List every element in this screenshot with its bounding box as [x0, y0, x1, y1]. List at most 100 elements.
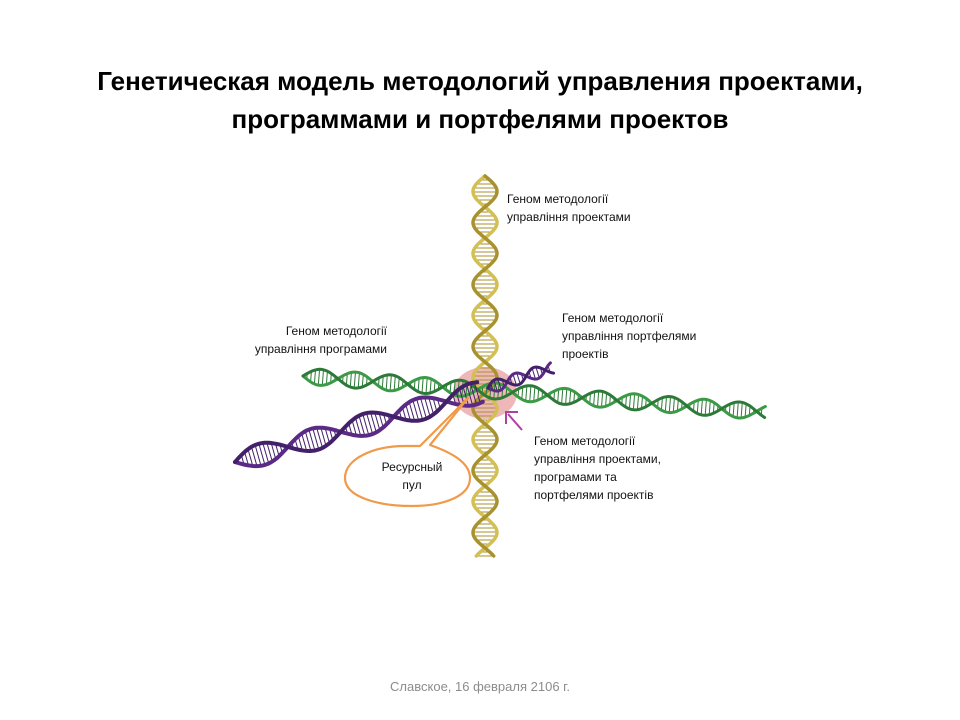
- label-line: проектів: [562, 347, 609, 361]
- helix-rung: [497, 378, 502, 391]
- helix-rung: [304, 431, 312, 452]
- helix-rung: [316, 427, 323, 449]
- helix-rung: [593, 391, 596, 406]
- helix-strand: [471, 174, 499, 558]
- helix-rung: [561, 388, 564, 405]
- helix-strand: [486, 365, 556, 390]
- helix-rung: [374, 412, 381, 431]
- helix-rung: [636, 394, 640, 410]
- resource-pool-callout-shape: [343, 396, 472, 508]
- helix-rung: [432, 398, 438, 412]
- helix-rung: [601, 391, 604, 408]
- helix-rung: [385, 374, 388, 391]
- junction-arrow: [505, 411, 523, 431]
- helix-rung: [736, 401, 739, 418]
- label-line: управління програмами: [254, 342, 387, 356]
- helix-rung: [660, 397, 663, 411]
- helix-programs: [233, 380, 485, 469]
- helix-rung: [473, 382, 481, 404]
- helix-rung: [262, 442, 270, 464]
- label-line: портфелями проектів: [534, 488, 654, 502]
- helix-strand: [233, 395, 485, 469]
- helix-rung: [668, 396, 671, 413]
- slide-footer: Славское, 16 февраля 2106 г.: [390, 679, 570, 694]
- helix-rung: [557, 389, 560, 403]
- title-line-1: Генетическая модель методологий управлен…: [97, 66, 863, 96]
- helix-rung: [704, 399, 707, 416]
- helix-rung: [632, 393, 636, 410]
- helix-rung: [421, 377, 424, 394]
- helix-rung: [254, 444, 262, 466]
- helix-rung: [405, 404, 411, 421]
- label-projects-genome: Геном методології управління проектами: [507, 190, 631, 226]
- title-line-2: программами и портфелями проектов: [231, 104, 729, 134]
- helix-strand: [471, 174, 499, 558]
- helix-rung: [301, 433, 308, 452]
- helix-projects: [471, 174, 499, 558]
- helix-rung: [462, 386, 469, 406]
- helix-rung: [420, 397, 427, 419]
- helix-strand: [301, 367, 767, 419]
- helix-rung: [516, 372, 521, 385]
- helix-rung: [270, 442, 277, 460]
- helix-rung: [266, 442, 273, 462]
- helix-rung: [708, 400, 711, 415]
- label-line: Геном методології: [507, 192, 609, 206]
- helix-rung: [308, 429, 316, 451]
- helix-rung: [512, 374, 517, 386]
- helix-rung: [297, 436, 303, 451]
- helix-rung: [320, 427, 327, 446]
- helix-rung: [381, 375, 384, 389]
- helix-rung: [732, 402, 735, 417]
- helix-rung: [565, 388, 568, 405]
- helix-rung: [676, 399, 679, 412]
- helix-rung: [417, 378, 420, 392]
- helix-rung: [408, 401, 416, 421]
- helix-rung: [351, 420, 357, 436]
- label-line: управління проектами: [507, 210, 631, 224]
- helix-rung: [317, 369, 321, 386]
- callout-line: Ресурсный: [381, 460, 443, 474]
- helix-rung: [397, 377, 400, 390]
- helix-strand: [233, 380, 480, 464]
- helix-rung: [416, 398, 424, 420]
- helix-rung: [357, 372, 360, 388]
- helix-rung: [393, 375, 396, 391]
- helix-rung: [525, 385, 528, 402]
- slide-title: Генетическая модель методологий управлен…: [40, 62, 920, 138]
- helix-rung: [251, 446, 258, 467]
- helix-rung: [324, 427, 330, 444]
- helix-rung: [361, 374, 364, 387]
- helix-rung: [493, 380, 498, 392]
- label-line: управління портфелями: [562, 329, 697, 343]
- helix-rung: [740, 402, 743, 419]
- resource-pool-label: Ресурсный пул: [356, 458, 468, 494]
- helix-rung: [425, 377, 428, 394]
- helix-rung: [345, 373, 348, 386]
- helix-rung: [529, 385, 532, 402]
- helix-rung: [370, 412, 377, 433]
- helix-rung: [313, 369, 316, 385]
- helix-rung: [424, 397, 431, 417]
- helix-rung: [521, 386, 524, 400]
- helix-rung: [469, 383, 477, 405]
- helix-rung: [535, 366, 540, 379]
- helix-rung: [625, 395, 627, 407]
- helix-rung: [664, 396, 667, 412]
- label-programs-genome: Геном методології управління програмами: [236, 322, 387, 358]
- helix-rung: [258, 443, 266, 466]
- helix-rung: [310, 371, 312, 382]
- helix-rung: [378, 412, 384, 428]
- label-line: Геном методології: [562, 311, 664, 325]
- helix-rung: [628, 394, 632, 409]
- helix-strand: [486, 361, 552, 393]
- helix-rung: [244, 451, 249, 466]
- label-line: управління проектами,: [534, 452, 661, 466]
- callout-line: пул: [402, 478, 422, 492]
- helix-rung: [696, 400, 699, 414]
- helix-rung: [569, 389, 572, 404]
- helix-rung: [355, 417, 362, 437]
- helix-rung: [531, 368, 536, 380]
- helix-rung: [321, 369, 324, 386]
